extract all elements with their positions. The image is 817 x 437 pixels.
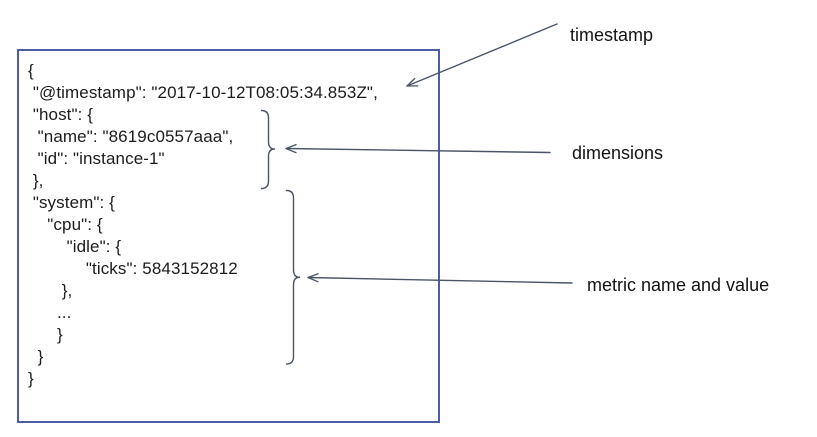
annotation-label-timestamp: timestamp: [570, 25, 654, 45]
annotation-label-metric-name-and-value: metric name and value: [587, 275, 770, 295]
metric-document-box: { "@timestamp": "2017-10-12T08:05:34.853…: [17, 49, 440, 423]
annotation-label-dimensions: dimensions: [572, 143, 664, 163]
metric-document-json: { "@timestamp": "2017-10-12T08:05:34.853…: [28, 61, 378, 388]
